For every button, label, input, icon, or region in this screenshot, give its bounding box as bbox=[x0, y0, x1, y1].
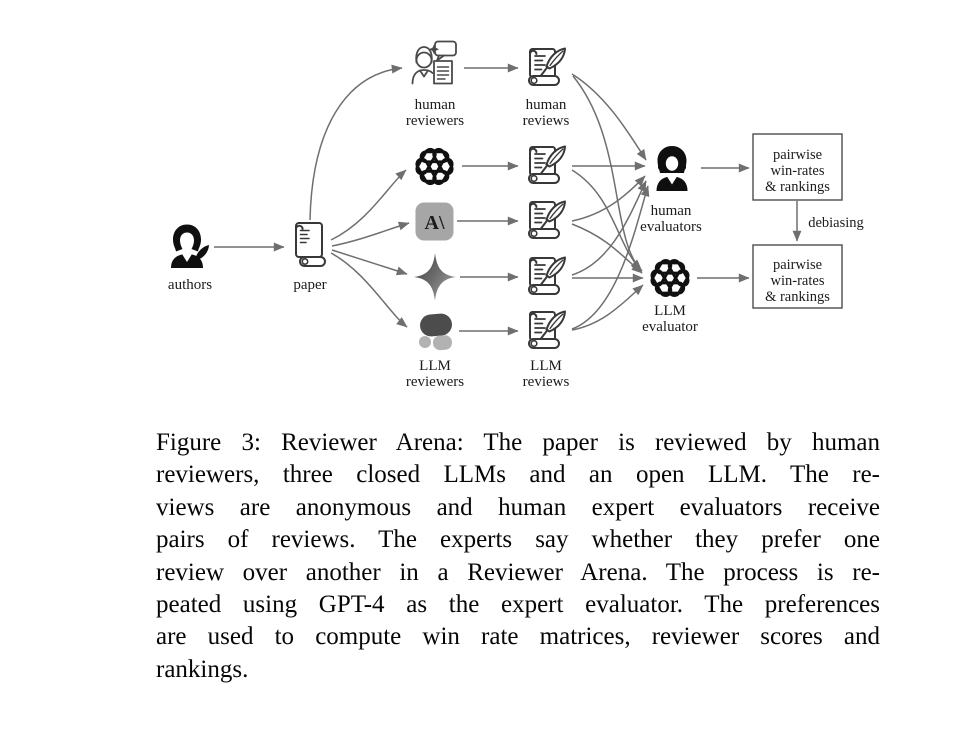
llm-evaluator-label-2: evaluator bbox=[642, 319, 698, 335]
human-reviews-label-2: reviews bbox=[523, 113, 570, 129]
figure-3-diagram: authors paper human reviewers A\ LLM rev… bbox=[168, 40, 864, 390]
arrow-review-to-llm-evaluator bbox=[572, 75, 643, 272]
llm-results-box-line-2: win-rates bbox=[771, 273, 825, 289]
llm-review-icon bbox=[528, 256, 566, 295]
caption-line: Figure 3: Reviewer Arena: The paper is r… bbox=[156, 429, 880, 456]
figure-caption: Figure 3: Reviewer Arena: The paper is r… bbox=[156, 427, 880, 686]
headset-icon bbox=[659, 151, 685, 165]
caption-line: pairs of reviews. The experts say whethe… bbox=[156, 526, 880, 554]
arrow-paper-to-openai bbox=[330, 169, 407, 241]
star-icon bbox=[429, 44, 439, 55]
authors-label: authors bbox=[168, 277, 212, 293]
caption-line: rankings. bbox=[156, 655, 249, 683]
human-results-box-line-3: & rankings bbox=[765, 179, 830, 195]
arrow-paper-to-human-reviewers bbox=[309, 64, 403, 221]
arrow-review-to-llm-evaluator bbox=[571, 284, 644, 331]
caption-line: review over another in a Reviewer Arena.… bbox=[156, 558, 880, 586]
open-llm-blob-icon bbox=[419, 313, 452, 351]
llm-reviews-label-1: LLM bbox=[530, 358, 562, 374]
llm-evaluator-label-1: LLM bbox=[654, 303, 686, 319]
caption-line: views are anonymous and human expert eva… bbox=[156, 493, 880, 521]
arrow-review-to-human-evaluators bbox=[571, 175, 646, 222]
human-evaluators-label-2: evaluators bbox=[640, 219, 702, 235]
authors-icon bbox=[171, 224, 209, 268]
gemini-star-icon bbox=[414, 253, 456, 301]
arrow-paper-to-open-llm bbox=[330, 252, 408, 328]
llm-review-icon bbox=[528, 310, 566, 349]
paper-icon bbox=[295, 222, 326, 267]
llm-evaluator-openai-icon bbox=[648, 257, 692, 299]
human-reviewers-label-1: human bbox=[415, 97, 456, 113]
document-icon bbox=[433, 60, 453, 85]
arrow-paper-to-gemini bbox=[331, 249, 408, 276]
openai-logo-icon bbox=[413, 146, 456, 187]
caption-line: peated using GPT-4 as the expert evaluat… bbox=[156, 590, 880, 618]
llm-results-box-line-1: pairwise bbox=[773, 257, 822, 273]
human-reviewers-icon bbox=[411, 40, 457, 85]
llm-results-box-line-3: & rankings bbox=[765, 289, 830, 305]
speech-bubble-icon bbox=[434, 40, 457, 57]
arrow-paper-to-anthropic bbox=[331, 221, 410, 247]
arrow-review-to-human-evaluators bbox=[571, 180, 647, 276]
caption-line: reviewers, three closed LLMs and an open… bbox=[156, 461, 880, 489]
human-results-box: pairwise win-rates & rankings bbox=[752, 133, 843, 201]
arrow-review-to-human-evaluators bbox=[571, 185, 650, 330]
human-reviews-icon bbox=[528, 47, 566, 86]
llm-review-icon bbox=[528, 145, 566, 184]
arrow-review-to-llm-evaluator bbox=[571, 169, 642, 271]
human-reviewers-label-2: reviewers bbox=[406, 113, 464, 129]
anthropic-glyph: A\ bbox=[425, 212, 445, 234]
connector-arrows bbox=[214, 63, 802, 336]
llm-reviewers-label-2: reviewers bbox=[406, 374, 464, 390]
llm-review-icon bbox=[528, 200, 566, 239]
human-results-box-line-2: win-rates bbox=[771, 163, 825, 179]
debiasing-label: debiasing bbox=[808, 215, 864, 231]
llm-results-box: pairwise win-rates & rankings bbox=[752, 244, 843, 309]
arrow-review-to-human-evaluators bbox=[571, 73, 647, 161]
llm-reviews-label-2: reviews bbox=[523, 374, 570, 390]
anthropic-logo-icon: A\ bbox=[415, 202, 454, 241]
human-evaluators-label-1: human bbox=[651, 203, 692, 219]
human-evaluators-icon bbox=[656, 146, 688, 191]
llm-reviewers-label-1: LLM bbox=[419, 358, 451, 374]
caption-line: are used to compute win rate matrices, r… bbox=[156, 623, 880, 651]
human-reviews-label-1: human bbox=[526, 97, 567, 113]
quill-icon bbox=[195, 245, 209, 260]
human-results-box-line-1: pairwise bbox=[773, 147, 822, 163]
arrow-review-to-llm-evaluator bbox=[571, 223, 643, 274]
paper-label: paper bbox=[293, 277, 326, 293]
